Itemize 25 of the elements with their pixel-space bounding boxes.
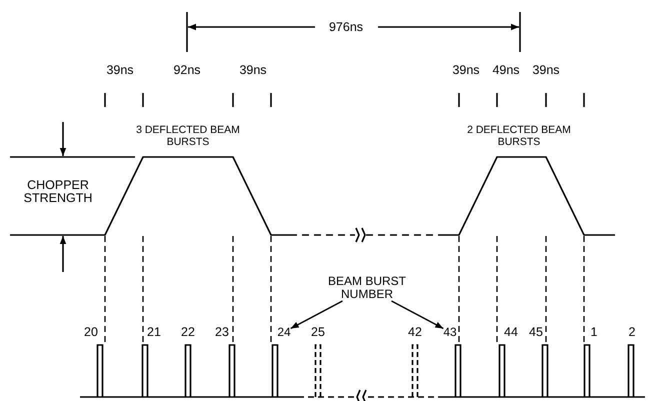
burst-number: 22	[181, 326, 195, 338]
time-label: 39ns	[452, 64, 480, 76]
leader-line	[290, 300, 343, 330]
burst-number: 24	[277, 326, 291, 338]
burst-number: 2	[628, 326, 636, 338]
burst-number: 20	[84, 326, 98, 338]
burst-number: 25	[311, 326, 325, 338]
burst-number: 42	[408, 326, 422, 338]
burst-number: 21	[147, 326, 161, 338]
time-label: 49ns	[492, 64, 520, 76]
leader-line	[391, 300, 444, 330]
annotation: 2 DEFLECTED BEAM BURSTS	[466, 124, 572, 148]
time-label: 39ns	[239, 64, 267, 76]
burst-number: 44	[504, 326, 518, 338]
time-label: 92ns	[173, 64, 201, 76]
annotation: 3 DEFLECTED BEAM BURSTS	[135, 124, 241, 148]
time-label: 39ns	[532, 64, 560, 76]
time-label: 39ns	[106, 64, 134, 76]
axis-label: CHOPPER STRENGTH	[22, 179, 94, 205]
annotation: BEAM BURST NUMBER	[317, 275, 417, 301]
burst-number: 43	[443, 326, 457, 338]
burst-number: 23	[215, 326, 229, 338]
burst-number: 45	[529, 326, 543, 338]
burst-number: 1	[590, 326, 598, 338]
dimension-label: 976ns	[328, 20, 364, 34]
